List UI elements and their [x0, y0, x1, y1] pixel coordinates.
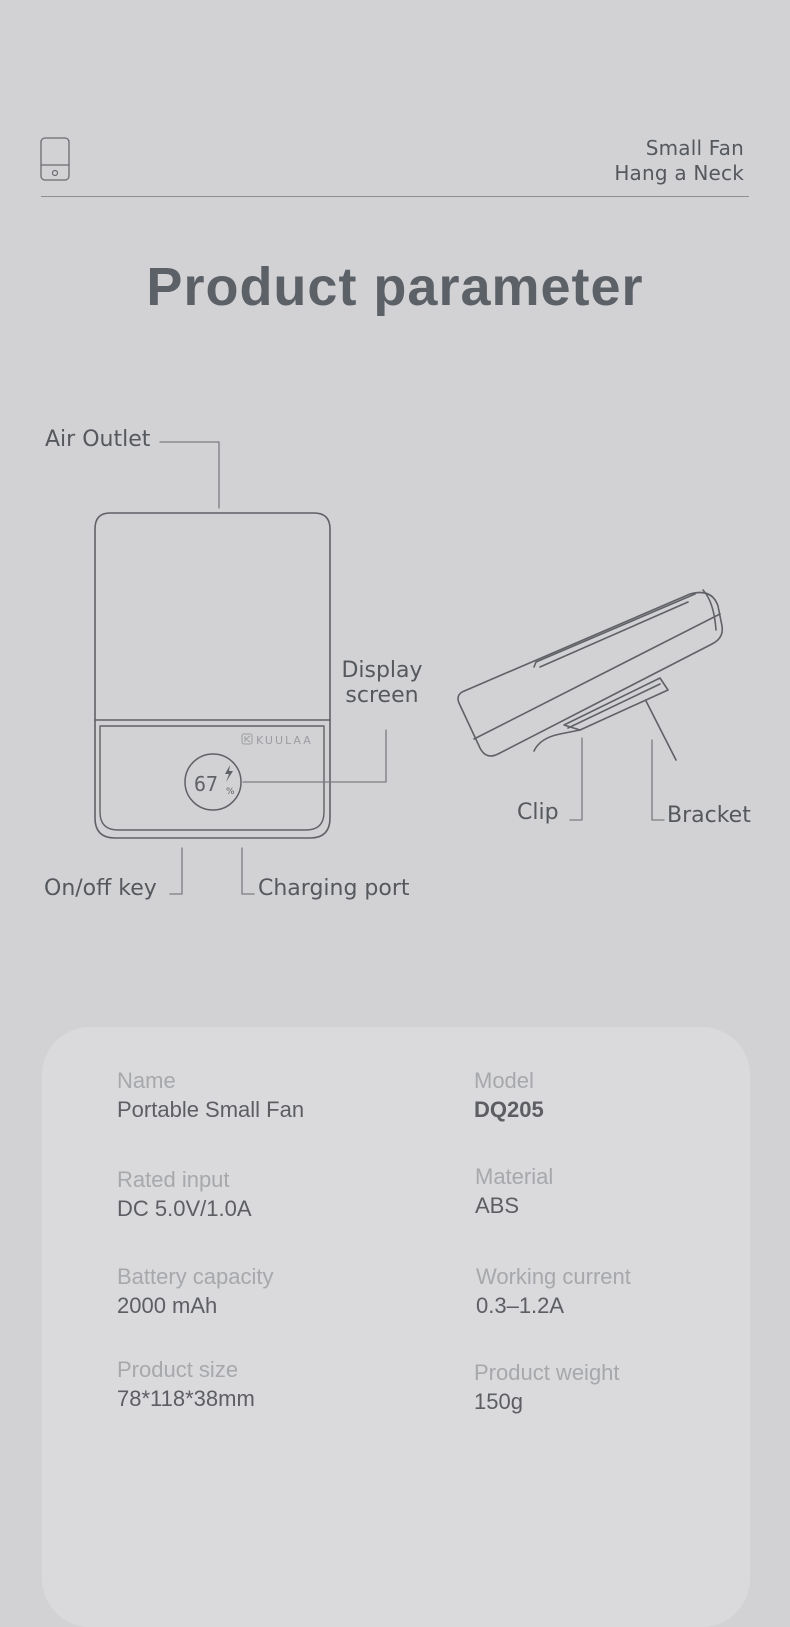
spec-label: Product weight — [474, 1360, 620, 1385]
label-display-line-2: screen — [345, 683, 419, 708]
spec-name: Name Portable Small Fan — [117, 1067, 304, 1125]
header-divider — [41, 196, 749, 197]
label-clip: Clip — [517, 800, 559, 825]
spec-label: Working current — [476, 1264, 631, 1289]
spec-value: 0.3–1.2A — [476, 1293, 565, 1318]
spec-value: Portable Small Fan — [117, 1097, 305, 1122]
page-title: Product parameter — [146, 257, 644, 317]
spec-label: Material — [475, 1164, 554, 1189]
charging-port-leader — [241, 847, 255, 895]
label-on-off-key: On/off key — [44, 876, 157, 901]
display-unit: % — [226, 787, 235, 797]
spec-value: DC 5.0V/1.0A — [117, 1196, 252, 1221]
product-diagram: KUULAA 67 % — [94, 441, 724, 895]
header-line-2: Hang a Neck — [614, 161, 744, 185]
spec-product-weight: Product weight 150g — [474, 1359, 620, 1417]
spec-value: DQ205 — [474, 1097, 544, 1122]
spec-rated-input: Rated input DC 5.0V/1.0A — [117, 1166, 252, 1224]
spec-value: ABS — [475, 1193, 520, 1218]
spec-battery-capacity: Battery capacity 2000 mAh — [117, 1263, 274, 1321]
fan-side-view — [457, 589, 724, 761]
spec-card: Name Portable Small Fan Model DQ205 Rate… — [42, 1027, 750, 1627]
spec-working-current: Working current 0.3–1.2A — [476, 1263, 631, 1321]
clip-leader — [569, 737, 583, 821]
spec-label: Name — [117, 1068, 176, 1093]
kuulaa-logo-icon — [241, 733, 253, 745]
label-bracket: Bracket — [667, 803, 751, 828]
spec-label: Rated input — [117, 1167, 230, 1192]
spec-value: 78*118*38mm — [117, 1386, 255, 1411]
spec-material: Material ABS — [475, 1163, 553, 1221]
brand-text: KUULAA — [256, 734, 313, 747]
label-display-screen: Display screen — [340, 658, 424, 708]
fan-device-icon — [40, 137, 70, 181]
spec-label: Model — [474, 1068, 534, 1093]
spec-label: Battery capacity — [117, 1264, 274, 1289]
header-line-1: Small Fan — [645, 136, 744, 160]
display-screen-leader — [242, 729, 387, 783]
bracket-leader — [651, 739, 665, 821]
spec-value: 2000 mAh — [117, 1293, 218, 1318]
fan-front-view — [94, 512, 331, 839]
header-tagline: Small Fan Hang a Neck — [614, 136, 744, 186]
spec-label: Product size — [117, 1357, 239, 1382]
label-display-line-1: Display — [341, 658, 423, 683]
spec-value: 150g — [474, 1389, 523, 1414]
label-charging-port: Charging port — [258, 876, 410, 901]
on-off-key-leader — [169, 847, 183, 895]
charging-bolt-icon — [225, 765, 233, 782]
air-outlet-leader — [159, 441, 220, 509]
spec-product-size: Product size 78*118*38mm — [117, 1356, 255, 1414]
label-air-outlet: Air Outlet — [45, 427, 151, 452]
display-percentage: 67 — [194, 772, 218, 796]
spec-model: Model DQ205 — [474, 1067, 544, 1125]
